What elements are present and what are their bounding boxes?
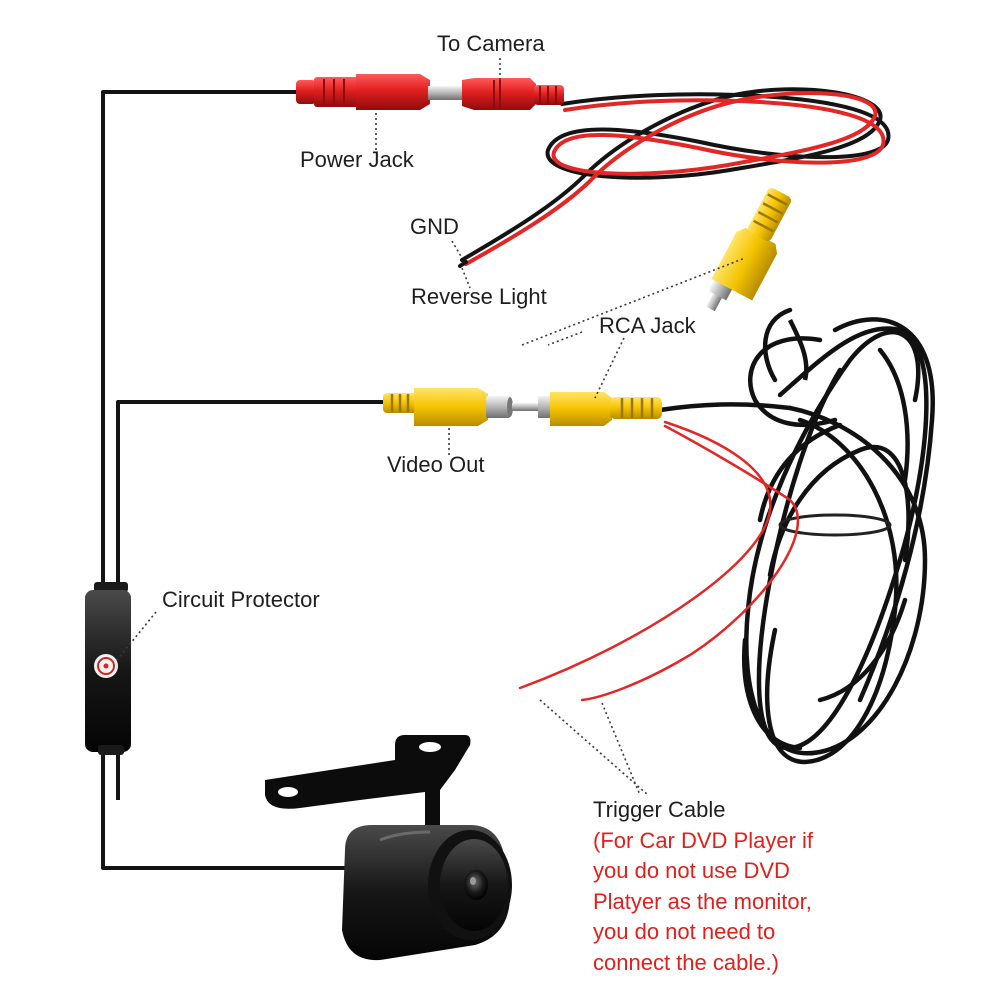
label-reverse-light: Reverse Light [411,284,547,309]
to-camera-connector [462,78,564,110]
label-to-camera: To Camera [437,31,545,56]
label-power-jack: Power Jack [300,147,414,172]
video-cable-coil [657,307,935,765]
trigger-note-line: (For Car DVD Player if [593,827,814,853]
main-cable [101,90,385,870]
trigger-note-line: Platyer as the monitor, [593,888,812,914]
label-video-out: Video Out [387,452,485,477]
trigger-wires [518,420,800,702]
wire-ends [458,260,468,268]
trigger-note-line: connect the cable.) [593,949,779,975]
label-trigger-cable: Trigger Cable [593,797,726,822]
rca-jack-connector [512,392,662,426]
camera-icon [265,735,512,961]
trigger-note-line: you do not need to [593,919,776,944]
leader-lines [116,58,746,796]
label-circuit-protector: Circuit Protector [162,587,320,612]
upper-rca-connector [705,188,791,312]
video-out-connector [383,388,513,426]
circuit-protector [85,582,131,755]
power-jack-connector [296,74,462,110]
label-rca-jack: RCA Jack [599,313,696,338]
coil-zip-tie [778,513,892,537]
label-gnd: GND [410,214,459,239]
power-cable-coil [460,87,891,266]
trigger-cable-note: Trigger Cable (For Car DVD Player if you… [593,795,813,978]
rca-loop-cable [787,318,809,381]
trigger-note-line: you do not use DVD [593,858,790,883]
